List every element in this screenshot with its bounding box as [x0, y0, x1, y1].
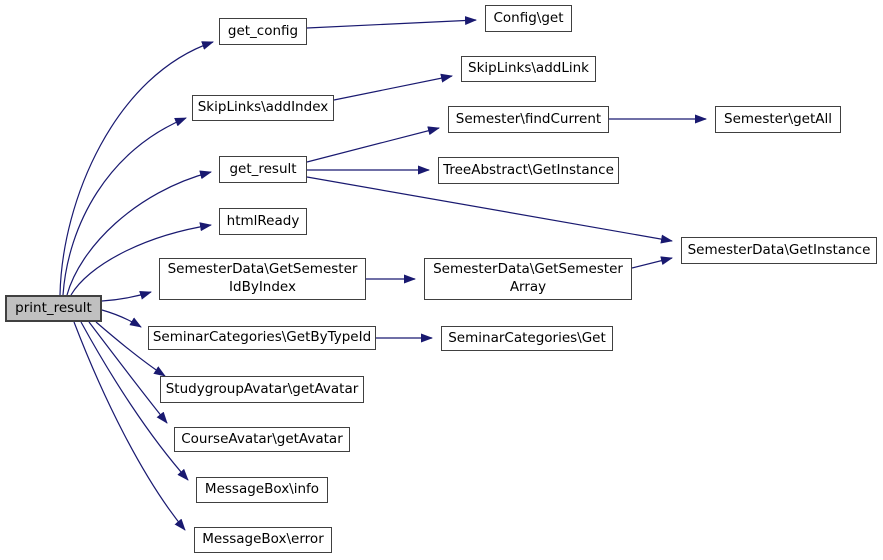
- node-messagebox_error[interactable]: MessageBox\error: [194, 527, 332, 553]
- edge-print_result-to-messagebox_error: [73, 321, 186, 531]
- edge-print_result-to-messagebox_info: [80, 321, 189, 481]
- edge-get_result-to-semester_findcurrent: [306, 126, 440, 163]
- node-get_result[interactable]: get_result: [219, 156, 307, 183]
- node-semesterdata_getinstance[interactable]: SemesterData\GetInstance: [681, 237, 877, 264]
- edge-print_result-to-htmlready: [70, 222, 212, 296]
- edge-print_result-to-courseavatar_getavatar: [88, 321, 168, 424]
- node-semesterdata_getsemesteridbyindex[interactable]: SemesterData\GetSemester IdByIndex: [159, 258, 366, 300]
- node-skiplinks_addindex[interactable]: SkipLinks\addIndex: [192, 95, 334, 121]
- edge-print_result-to-semesterdata_getsemesteridbyindex: [101, 290, 152, 302]
- edge-print_result-to-get_result: [66, 170, 212, 296]
- node-studygroupavatar_getavatar[interactable]: StudygroupAvatar\getAvatar: [160, 376, 364, 403]
- node-print_result[interactable]: print_result: [5, 295, 102, 322]
- node-treeabstract_getinstance[interactable]: TreeAbstract\GetInstance: [438, 157, 619, 184]
- node-messagebox_info[interactable]: MessageBox\info: [196, 477, 328, 503]
- node-seminarcategories_get[interactable]: SeminarCategories\Get: [441, 326, 613, 351]
- node-seminarcategories_getbytypeid[interactable]: SeminarCategories\GetByTypeId: [148, 326, 376, 350]
- node-config_get[interactable]: Config\get: [485, 5, 572, 32]
- node-semesterdata_getsemesterarray[interactable]: SemesterData\GetSemester Array: [424, 258, 632, 300]
- node-courseavatar_getavatar[interactable]: CourseAvatar\getAvatar: [174, 427, 350, 452]
- edge-semesterdata_getsemesterarray-to-semesterdata_getinstance: [631, 256, 673, 269]
- edge-print_result-to-seminarcategories_getbytypeid: [101, 309, 142, 328]
- node-semester_getall[interactable]: Semester\getAll: [715, 106, 841, 133]
- node-skiplinks_addlink[interactable]: SkipLinks\addLink: [461, 56, 596, 82]
- edge-get_config-to-config_get: [306, 16, 477, 29]
- edge-print_result-to-get_config: [59, 41, 214, 296]
- node-get_config[interactable]: get_config: [219, 18, 307, 45]
- edge-print_result-to-studygroupavatar_getavatar: [95, 321, 166, 377]
- edge-get_result-to-semesterdata_getinstance: [306, 176, 673, 244]
- node-semester_findcurrent[interactable]: Semester\findCurrent: [448, 106, 609, 133]
- edge-skiplinks_addindex-to-skiplinks_addlink: [333, 73, 453, 101]
- edge-print_result-to-skiplinks_addindex: [62, 117, 187, 296]
- node-htmlready[interactable]: htmlReady: [219, 208, 307, 235]
